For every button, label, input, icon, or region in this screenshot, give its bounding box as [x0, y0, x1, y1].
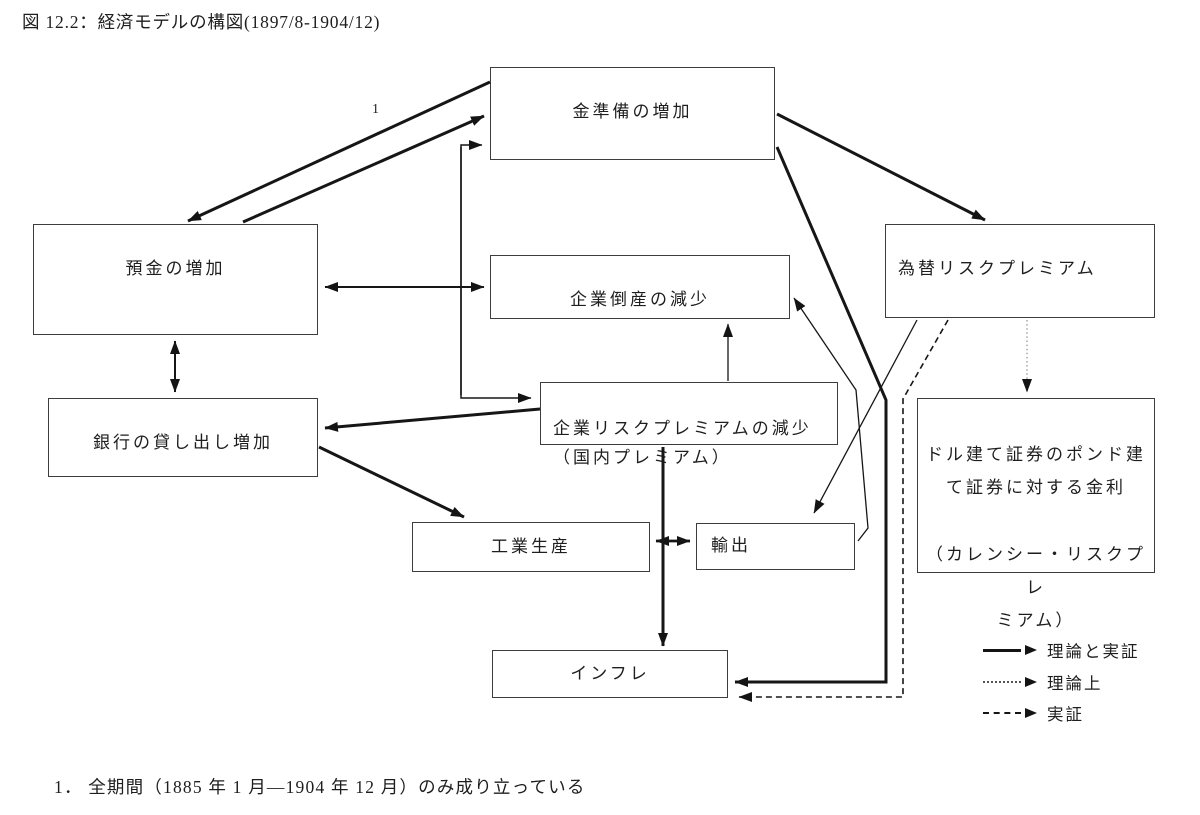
box-bankruptcy-decline-label: 企業倒産の減少: [570, 290, 710, 310]
box-dollar-bond-rate-label: ドル建て証券のポンド建 て証券に対する金利 （カレンシー・リスクプレ ミアム）: [926, 445, 1146, 630]
box-fx-risk-premium: 為替リスクプレミアム: [885, 224, 1155, 318]
box-gold-reserve-label: 金準備の増加: [572, 102, 693, 122]
box-exports: 輸出: [696, 523, 855, 570]
box-industrial-production-label: 工業生産: [491, 536, 571, 556]
box-bankruptcy-decline: 企業倒産の減少: [490, 255, 790, 319]
box-gold-reserve: 金準備の増加: [490, 67, 775, 160]
arrow-corp-risk-to-bank-lending: [324, 407, 541, 432]
box-corp-risk-premium: 企業リスクプレミアムの減少 （国内プレミアム）: [540, 382, 838, 467]
arrow-gold-to-fx-risk: [776, 112, 986, 222]
arrow-bank-lending-to-industrial: [318, 445, 465, 519]
box-corp-risk-premium-label: 企業リスクプレミアムの減少 （国内プレミアム）: [553, 418, 812, 467]
arrow-deposits-to-gold: [242, 114, 485, 224]
arrowhead-icon: [1025, 645, 1037, 655]
box-deposits: 預金の増加: [33, 224, 318, 335]
footnote: 1． 全期間（1885 年 1 月―1904 年 12 月）のみ成り立っている: [54, 777, 586, 797]
legend-label: 理論上: [1047, 674, 1103, 693]
box-dollar-bond-rate: ドル建て証券のポンド建 て証券に対する金利 （カレンシー・リスクプレ ミアム）: [917, 398, 1155, 630]
box-bank-lending-label: 銀行の貸し出し増加: [93, 433, 273, 453]
box-inflation-label: インフレ: [570, 663, 650, 683]
box-deposits-label: 預金の増加: [125, 259, 226, 279]
legend-label: 実証: [1047, 705, 1084, 724]
figure-title: 図 12.2：経済モデルの構図(1897/8-1904/12): [22, 12, 381, 32]
legend-label: 理論と実証: [1047, 642, 1140, 661]
arrow-footnote-marker: 1: [372, 102, 379, 117]
box-exports-label: 輸出: [711, 536, 751, 556]
arrow-corp-risk-to-gold: [460, 140, 483, 395]
solid-thick-arrow-icon: [983, 648, 1021, 652]
dashed-arrow-icon: [983, 712, 1021, 714]
legend-item-theory-only: 理論上: [983, 673, 1103, 693]
arrowhead-icon: [1025, 677, 1037, 687]
legend-item-theory-and-empirical: 理論と実証: [983, 641, 1140, 661]
dotted-arrow-icon: [983, 681, 1021, 683]
arrowhead-icon: [1025, 708, 1037, 718]
box-bank-lending: 銀行の貸し出し増加: [48, 398, 318, 477]
box-fx-risk-premium-label: 為替リスクプレミアム: [898, 259, 1097, 279]
box-industrial-production: 工業生産: [412, 522, 650, 572]
arrow-gold-to-deposits: [187, 80, 491, 223]
legend-item-empirical: 実証: [983, 704, 1084, 724]
box-inflation: インフレ: [492, 650, 728, 698]
